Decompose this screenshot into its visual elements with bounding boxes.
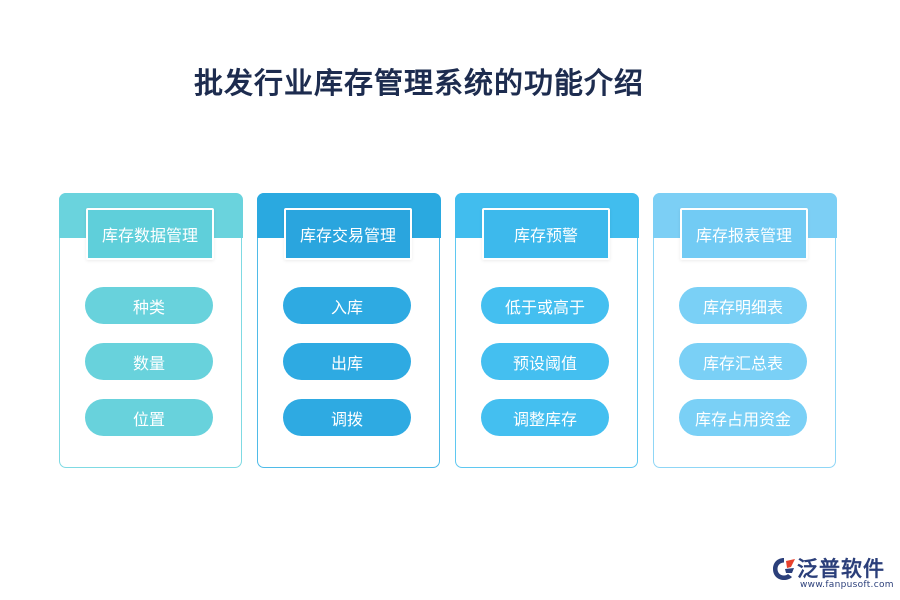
feature-pill: 库存占用资金 [679, 399, 807, 436]
feature-pill: 出库 [283, 343, 411, 380]
feature-pill: 库存汇总表 [679, 343, 807, 380]
feature-pill: 调整库存 [481, 399, 609, 436]
card-header: 库存交易管理 [284, 208, 412, 260]
brand-logo: 泛普软件 www.fanpusoft.com [770, 553, 894, 593]
logo-url: www.fanpusoft.com [800, 580, 894, 590]
feature-pill: 种类 [85, 287, 213, 324]
card-header: 库存数据管理 [86, 208, 214, 260]
feature-pill: 调拨 [283, 399, 411, 436]
page-title: 批发行业库存管理系统的功能介绍 [194, 66, 645, 100]
feature-pill: 预设阈值 [481, 343, 609, 380]
feature-pill: 库存明细表 [679, 287, 807, 324]
feature-pill: 位置 [85, 399, 213, 436]
feature-pill: 入库 [283, 287, 411, 324]
feature-pill: 低于或高于 [481, 287, 609, 324]
card-header: 库存预警 [482, 208, 610, 260]
function-card-4: 库存报表管理库存明细表库存汇总表库存占用资金 [652, 192, 837, 468]
feature-pill: 数量 [85, 343, 213, 380]
logo-name: 泛普软件 [797, 557, 885, 581]
card-header: 库存报表管理 [680, 208, 808, 260]
function-card-2: 库存交易管理入库出库调拨 [256, 192, 441, 468]
fanpu-logo-icon [773, 558, 795, 580]
function-card-1: 库存数据管理种类数量位置 [58, 192, 243, 468]
function-card-3: 库存预警低于或高于预设阈值调整库存 [454, 192, 639, 468]
